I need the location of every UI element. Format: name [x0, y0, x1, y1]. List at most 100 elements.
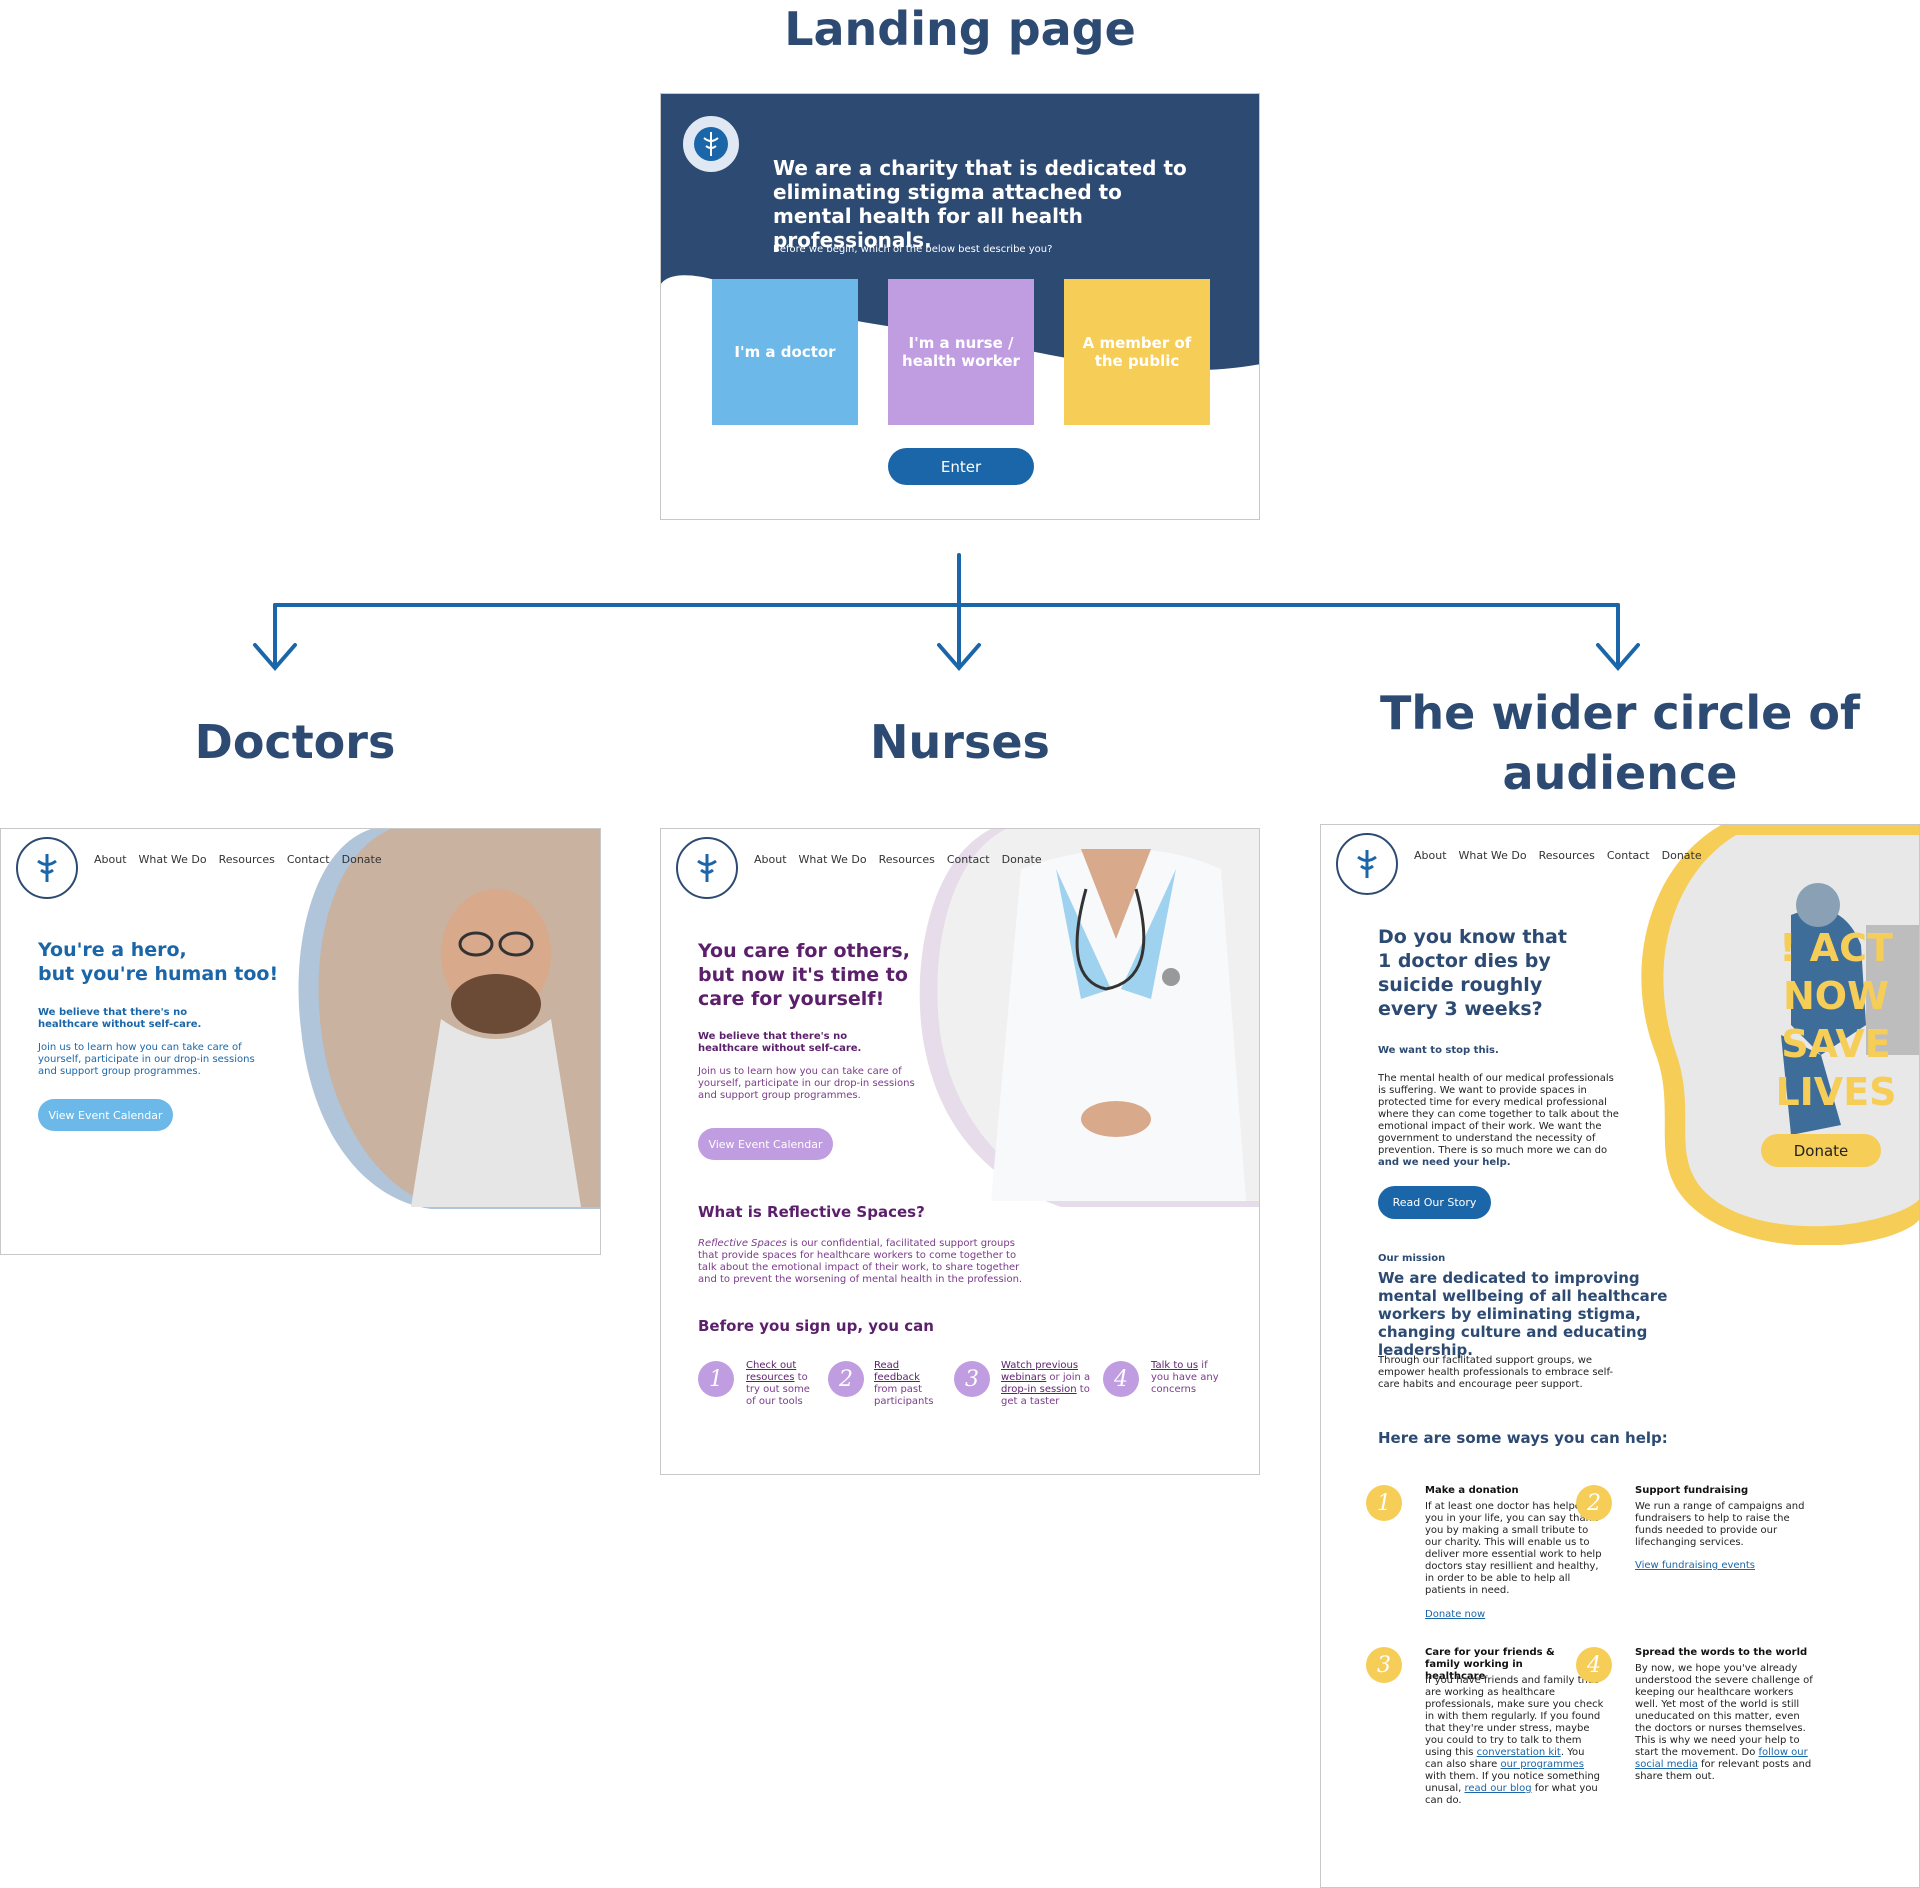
- our-programmes-link[interactable]: our programmes: [1500, 1759, 1585, 1770]
- nav-what-we-do[interactable]: What We Do: [1458, 849, 1527, 862]
- step-3-icon: 3: [954, 1361, 990, 1397]
- before-sign-up-title: Before you sign up, you can: [698, 1317, 934, 1335]
- nav-contact[interactable]: Contact: [946, 853, 990, 866]
- option-nurse-card[interactable]: I'm a nurse / health worker: [888, 279, 1034, 425]
- way-3-body1: If you have friends and family that are …: [1425, 1675, 1604, 1758]
- nurse-photo-shape: [919, 829, 1259, 1207]
- step-3-mid: or join a: [1046, 1372, 1091, 1383]
- step-3-text: Watch previous webinars or join a drop-i…: [1001, 1360, 1096, 1408]
- landing-headline: We are a charity that is dedicated to el…: [773, 156, 1187, 252]
- way-3-title: Care for your friends & family working i…: [1425, 1647, 1555, 1682]
- nav-what-we-do[interactable]: What We Do: [798, 853, 867, 866]
- nav-resources[interactable]: Resources: [878, 853, 935, 866]
- heading-landing-page: Landing page: [784, 2, 1136, 56]
- option-public-card[interactable]: A member of the public: [1064, 279, 1210, 425]
- doctor-photo-shape: [298, 829, 600, 1209]
- step-4-text: Talk to us if you have any concerns: [1151, 1360, 1221, 1396]
- logo-icon[interactable]: [1336, 833, 1398, 895]
- step-2-icon: 2: [828, 1361, 864, 1397]
- way-1-title: Make a donation: [1425, 1485, 1519, 1496]
- way-3-body3: with them. If you notice something unusa…: [1425, 1771, 1601, 1794]
- enter-button[interactable]: Enter: [888, 448, 1034, 485]
- mission-body: Through our facilitated support groups, …: [1378, 1355, 1614, 1390]
- step-2-rest: from past participants: [874, 1384, 934, 1407]
- doctors-subhead: We believe that there's no healthcare wi…: [38, 1007, 202, 1030]
- mission-statement: We are dedicated to improving mental wel…: [1378, 1269, 1668, 1359]
- read-our-story-button[interactable]: Read Our Story: [1378, 1186, 1491, 1219]
- option-doctor-label: I'm a doctor: [734, 343, 836, 361]
- act-now-line2: NOW: [1782, 974, 1890, 1018]
- reflective-spaces-body: Reflective Spaces is our confidential, f…: [698, 1238, 1028, 1286]
- way-3-body4: for what you can do.: [1425, 1783, 1598, 1806]
- read-our-blog-link[interactable]: read our blog: [1464, 1783, 1532, 1794]
- nav-resources[interactable]: Resources: [1538, 849, 1595, 862]
- reflective-spaces-em: Reflective Spaces: [698, 1238, 787, 1249]
- heading-wider-audience: The wider circle of audience: [1379, 686, 1860, 800]
- step-3-rest: to get a taster: [1001, 1384, 1090, 1407]
- nurses-subhead: We believe that there's no healthcare wi…: [698, 1031, 862, 1054]
- nav-about[interactable]: About: [754, 853, 787, 866]
- step-1-rest: to try out some of our tools: [746, 1372, 810, 1407]
- landing-page-mockup: We are a charity that is dedicated to el…: [660, 93, 1260, 520]
- way-2-title: Support fundraising: [1635, 1485, 1749, 1496]
- act-now-line1: ! ACT: [1779, 926, 1893, 970]
- step-3-link2[interactable]: drop-in session: [1001, 1384, 1077, 1395]
- doctors-title-line2: but you're human too!: [38, 963, 279, 985]
- ways-title: Here are some ways you can help:: [1378, 1429, 1668, 1447]
- act-now-line3: SAVE: [1781, 1022, 1891, 1066]
- step-1-icon: 1: [698, 1361, 734, 1397]
- way-4-body: By now, we hope you've already understoo…: [1635, 1663, 1815, 1783]
- hero-donate-button[interactable]: Donate: [1761, 1134, 1881, 1167]
- step-4-rest: if you have any concerns: [1151, 1360, 1219, 1395]
- nav-about[interactable]: About: [1414, 849, 1447, 862]
- nurses-page-mockup: About What We Do Resources Contact Donat…: [660, 828, 1260, 1475]
- nav-donate[interactable]: Donate: [1001, 853, 1042, 866]
- option-public-label: A member of the public: [1082, 334, 1192, 370]
- way-1-icon: 1: [1366, 1485, 1402, 1521]
- nav-contact[interactable]: Contact: [1606, 849, 1650, 862]
- donate-now-link[interactable]: Donate now: [1425, 1609, 1486, 1620]
- wider-body-text: The mental health of our medical profess…: [1378, 1073, 1619, 1156]
- nurses-view-event-calendar-button[interactable]: View Event Calendar: [698, 1128, 833, 1160]
- logo-icon[interactable]: [16, 837, 78, 899]
- way-2-icon: 2: [1576, 1485, 1612, 1521]
- logo-icon[interactable]: [681, 114, 741, 174]
- mission-label: Our mission: [1378, 1253, 1446, 1264]
- nav-donate[interactable]: Donate: [341, 853, 382, 866]
- view-fundraising-events-link[interactable]: View fundraising events: [1635, 1560, 1756, 1571]
- nav-what-we-do[interactable]: What We Do: [138, 853, 207, 866]
- nav-contact[interactable]: Contact: [286, 853, 330, 866]
- nav-about[interactable]: About: [94, 853, 127, 866]
- follow-social-media-link[interactable]: follow our social media: [1635, 1747, 1808, 1770]
- step-4-link[interactable]: Talk to us: [1151, 1360, 1199, 1371]
- reflective-spaces-text: is our confidential, facilitated support…: [698, 1238, 1023, 1285]
- conversation-kit-link[interactable]: converstation kit: [1476, 1747, 1561, 1758]
- heading-nurses: Nurses: [870, 715, 1050, 769]
- step-3-link[interactable]: Watch previous webinars: [1001, 1360, 1079, 1383]
- way-4-body1: By now, we hope you've already understoo…: [1635, 1663, 1813, 1758]
- doctors-body: Join us to learn how you can take care o…: [38, 1042, 255, 1077]
- way-3-icon: 3: [1366, 1647, 1402, 1683]
- way-4-icon: 4: [1576, 1647, 1612, 1683]
- option-doctor-card[interactable]: I'm a doctor: [712, 279, 858, 425]
- act-now-line4: LIVES: [1775, 1070, 1897, 1114]
- reflective-spaces-title: What is Reflective Spaces?: [698, 1203, 925, 1221]
- heading-doctors: Doctors: [194, 715, 396, 769]
- doctors-page-mockup: About What We Do Resources Contact Donat…: [0, 828, 601, 1255]
- wider-audience-page-mockup: About What We Do Resources Contact Donat…: [1320, 824, 1920, 1888]
- step-1-link[interactable]: Check out resources: [746, 1360, 797, 1383]
- option-nurse-label: I'm a nurse / health worker: [902, 334, 1020, 370]
- logo-icon[interactable]: [676, 837, 738, 899]
- doctors-view-event-calendar-button[interactable]: View Event Calendar: [38, 1099, 173, 1131]
- step-2-link[interactable]: Read feedback: [874, 1360, 920, 1383]
- nurses-title: You care for others, but now it's time t…: [698, 940, 910, 1010]
- step-2-text: Read feedback from past participants: [874, 1360, 939, 1408]
- wider-question: Do you know that 1 doctor dies by suicid…: [1378, 926, 1567, 1020]
- doctors-nav: About What We Do Resources Contact Donat…: [94, 853, 382, 866]
- nav-resources[interactable]: Resources: [218, 853, 275, 866]
- wider-stop: We want to stop this.: [1378, 1045, 1499, 1056]
- wider-body-bold: and we need your help.: [1378, 1157, 1511, 1168]
- nav-donate[interactable]: Donate: [1661, 849, 1702, 862]
- wider-body: The mental health of our medical profess…: [1378, 1073, 1623, 1169]
